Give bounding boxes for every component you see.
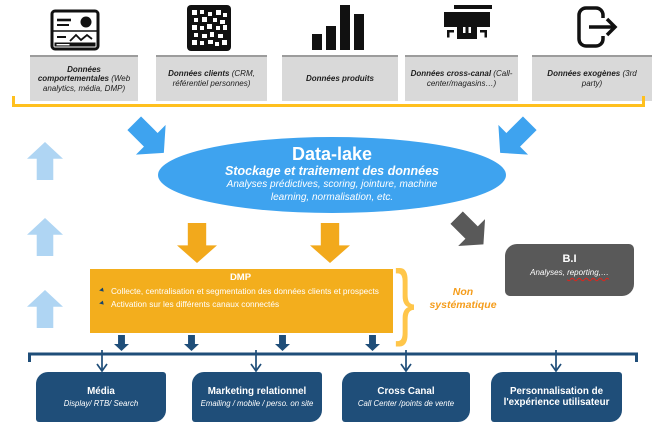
export-icon: [577, 6, 618, 48]
curly-brace: }: [394, 253, 416, 347]
bullet-triangle-icon: ◄: [97, 299, 106, 308]
source-box-clients: Données clients (CRM, référentiel person…: [156, 55, 267, 101]
channel-box-media: Média Display/ RTB/ Search: [36, 372, 166, 422]
dmp-title: DMP: [229, 272, 252, 283]
qr-code-icon: [187, 5, 231, 51]
annotation-line1: Non: [452, 286, 474, 298]
lake-to-dmp-arrow: [310, 223, 350, 263]
bi-subtitle-flagged: reporting,…: [567, 268, 609, 277]
feedback-up-arrow: [27, 218, 63, 256]
source-box-produits: Données produits: [282, 55, 398, 101]
channel-title: Personnalisation de l'expérience utilisa…: [503, 385, 610, 409]
bullet-triangle-icon: ◄: [97, 286, 106, 295]
channel-title: Média: [87, 386, 115, 398]
channel-box-cross-canal: Cross Canal Call Center /points de vente: [342, 372, 470, 422]
source-subtitle: (3rd party): [581, 69, 637, 88]
bi-title: B.I: [562, 253, 577, 265]
data-lake-ellipse: Data-lake Stockage et traitement des don…: [158, 137, 506, 213]
channel-subtitle: Emailing / mobile / perso. on site: [200, 398, 314, 408]
source-box-comportementales: Données comportementales (Web analytics,…: [30, 55, 138, 101]
channel-subtitle: Display/ RTB/ Search: [63, 398, 139, 408]
lake-to-bi-arrow: [443, 204, 497, 258]
lake-to-dmp-arrow: [177, 223, 217, 263]
source-title: Données comportementales: [37, 64, 109, 84]
source-box-exogenes: Données exogènes (3rd party): [532, 55, 652, 101]
channel-subtitle: Call Center /points de vente: [357, 398, 455, 408]
feedback-up-arrow: [27, 290, 63, 328]
source-title: Données clients: [168, 69, 230, 79]
bi-box: B.I Analyses, reporting,…: [505, 244, 634, 296]
distribution-connector: [28, 350, 638, 373]
dmp-bullet: Collecte, centralisation et segmentation…: [110, 286, 379, 296]
channel-box-marketing-relationnel: Marketing relationnel Emailing / mobile …: [192, 372, 322, 422]
dmp-box: DMP ◄ Collecte, centralisation et segmen…: [90, 269, 393, 333]
source-box-cross-canal: Données cross-canal (Call-center/magasin…: [405, 55, 518, 101]
sources-bracket: [12, 96, 645, 107]
channel-title: Marketing relationnel: [207, 386, 307, 398]
annotation-line2: systématique: [429, 299, 497, 311]
data-lake-title: Data-lake: [291, 144, 373, 164]
source-subtitle: (Web analytics, média, DMP): [42, 74, 131, 93]
source-title: Données exogènes: [547, 69, 621, 79]
data-lake-body-line1: Analyses prédictives, scoring, jointure,…: [226, 179, 438, 190]
dmp-bullet: Activation sur les différents canaux con…: [110, 299, 280, 309]
channel-box-personnalisation: Personnalisation de l'expérience utilisa…: [491, 372, 622, 422]
source-title: Données cross-canal: [410, 69, 492, 79]
channel-title: Cross Canal: [377, 386, 435, 398]
store-icon: [444, 5, 492, 39]
source-subtitle: (CRM, référentiel personnes): [172, 69, 255, 88]
data-lake-subtitle: Stockage et traitement des données: [225, 164, 439, 178]
feedback-up-arrow: [27, 142, 63, 180]
data-lake-body-line2: learning, normalisation, etc.: [270, 191, 394, 203]
source-title: Données produits: [305, 74, 374, 84]
analytics-report-icon: [50, 9, 100, 51]
bi-subtitle-prefix: Analyses,: [530, 268, 565, 277]
bar-chart-icon: [312, 5, 364, 50]
source-subtitle: (Call-center/magasins…): [426, 69, 513, 88]
bi-subtitle: Analyses, reporting,…: [505, 268, 634, 278]
non-systematique-label: Non systématique: [416, 286, 510, 312]
